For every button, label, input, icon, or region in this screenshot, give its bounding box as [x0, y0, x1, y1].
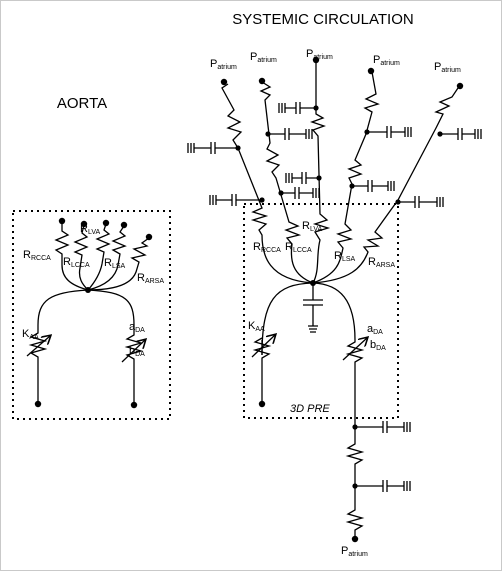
aorta-branch-rcca	[54, 222, 89, 291]
aorta-branch-lva	[87, 223, 111, 291]
aorta-node	[120, 221, 128, 229]
root-node	[310, 280, 316, 286]
junction-node	[349, 183, 355, 189]
junction-node	[395, 199, 401, 205]
atrium-node-rcca	[220, 78, 228, 86]
aa-outlet-node	[258, 400, 266, 408]
ada-arrow	[121, 340, 145, 363]
p-atrium-label-4: Patrium	[373, 54, 400, 67]
aorta-node	[34, 400, 42, 408]
aorta-branch-arsa	[87, 237, 150, 291]
lva-capacitor-upper	[278, 102, 316, 114]
arsa-capacitor-upper	[440, 128, 482, 140]
aorta-r-lcca-label: RLCCA	[63, 256, 90, 269]
systemic-ada-arrow	[342, 338, 367, 361]
junction-node	[364, 129, 370, 135]
junction-node	[437, 131, 443, 137]
systemic-r-rcca-label: RRCCA	[253, 241, 281, 254]
systemic-branch-arsa	[312, 87, 459, 284]
aorta-node	[145, 233, 153, 241]
aorta-nodes	[34, 217, 153, 409]
systemic-a-da-label: aDA	[367, 323, 383, 336]
systemic-k-aa-label: KAA	[248, 320, 265, 333]
junction-node	[235, 145, 241, 151]
aorta-r-rcca-label: RRCCA	[23, 249, 51, 262]
aorta-node	[102, 219, 110, 227]
systemic-r-lsa-label: RLSA	[334, 250, 356, 263]
systemic-nodes	[220, 56, 464, 543]
aortic-arch	[37, 289, 135, 326]
systemic-branch-rcca	[221, 83, 314, 284]
atrium-node-arsa	[456, 82, 464, 90]
3d-pre-label: 3D PRE	[290, 403, 330, 415]
systemic-kaa-arrow	[251, 335, 275, 358]
atrium-node-lsa	[367, 67, 375, 75]
arsa-capacitor-lower	[398, 196, 444, 208]
systemic-aortic-arch	[261, 282, 356, 356]
descending-capacitor-1	[355, 421, 411, 433]
systemic-labels: Patrium Patrium Patrium Patrium Patrium …	[210, 48, 461, 558]
lcca-capacitor-lower	[281, 187, 320, 199]
aorta-r-lva-label: RLVA	[80, 223, 100, 236]
lcca-capacitor-upper	[268, 128, 313, 140]
p-atrium-label-2: Patrium	[250, 51, 277, 64]
systemic-r-arsa-label: RARSA	[368, 256, 395, 269]
kaa-spring	[28, 325, 48, 403]
junction-node	[352, 483, 358, 489]
p-atrium-label-6: Patrium	[341, 545, 368, 558]
aorta-network	[26, 222, 150, 404]
aorta-title: AORTA	[57, 95, 107, 112]
systemic-r-lva-label: RLVA	[302, 220, 322, 233]
p-atrium-label-3: Patrium	[306, 48, 333, 61]
aorta-junction-node	[85, 287, 91, 293]
aorta-node	[58, 217, 66, 225]
atrium-node-lcca	[258, 77, 266, 85]
junction-node	[313, 105, 319, 111]
ada-spring	[124, 325, 144, 404]
junction-node	[278, 190, 284, 196]
aorta-branch-lsa	[87, 225, 127, 291]
junction-node	[316, 175, 322, 181]
systemic-circulation-title: SYSTEMIC CIRCULATION	[232, 11, 413, 28]
aorta-a-da-label: aDA	[129, 321, 145, 334]
rcca-capacitor-upper	[187, 142, 238, 154]
root-compliance	[303, 283, 323, 333]
aorta-node	[80, 220, 88, 228]
aorta-b-da-label: bDA	[129, 345, 145, 358]
junction-node	[265, 131, 271, 137]
p-atrium-label-1: Patrium	[210, 58, 237, 71]
systemic-b-da-label: bDA	[370, 339, 386, 352]
lva-capacitor-lower	[285, 172, 319, 184]
junction-node	[259, 197, 265, 203]
lsa-capacitor-lower	[352, 180, 395, 192]
junction-node	[352, 424, 358, 430]
aorta-labels: RRCCA RLCCA RLVA RLSA RARSA KAA aDA bDA	[22, 223, 164, 358]
atrium-node-descending	[351, 535, 359, 543]
aorta-node	[130, 401, 138, 409]
descending-capacitor-2	[355, 480, 411, 492]
3d-model-box	[243, 203, 399, 419]
lsa-capacitor-upper	[367, 126, 412, 138]
systemic-r-lcca-label: RLCCA	[285, 241, 312, 254]
p-atrium-label-5: Patrium	[434, 61, 461, 74]
kaa-arrow	[26, 336, 50, 357]
aorta-r-lsa-label: RLSA	[104, 257, 126, 270]
systemic-network	[187, 62, 482, 538]
descending-aorta	[345, 340, 365, 538]
rcca-capacitor-lower	[209, 194, 262, 206]
systemic-branch-lva	[310, 62, 331, 284]
atrium-node-lva	[312, 56, 320, 64]
aorta-r-arsa-label: RARSA	[137, 272, 164, 285]
systemic-branch-lsa	[312, 71, 380, 284]
systemic-branch-lcca	[259, 81, 314, 284]
aorta-k-aa-label: KAA	[22, 328, 39, 341]
aorta-model-box	[12, 210, 171, 420]
aorta-branch-lcca	[73, 224, 89, 291]
